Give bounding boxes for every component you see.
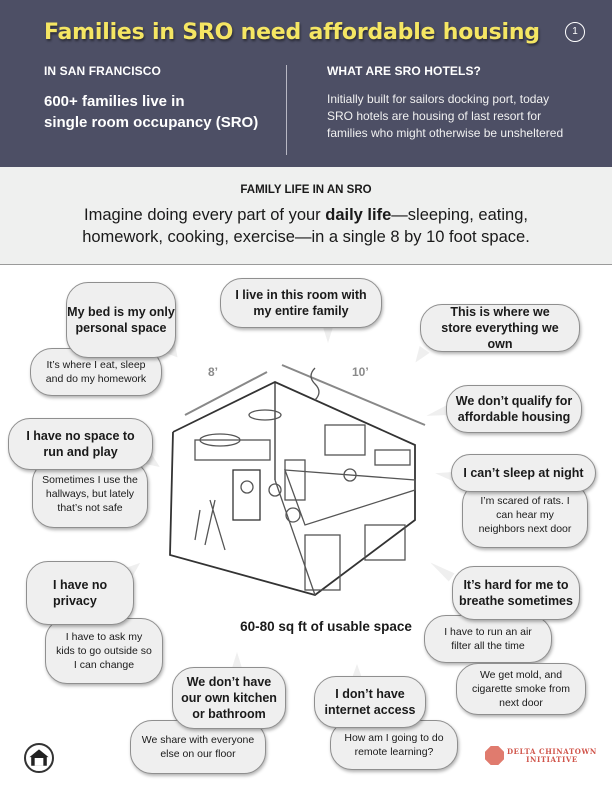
quote-bubble-my-bed: My bed is my only personal space bbox=[66, 282, 176, 358]
usable-space-caption: 60-80 sq ft of usable space bbox=[240, 619, 412, 634]
quote-bubble-store-everything: This is where we store everything we own bbox=[420, 304, 580, 352]
quote-bubble-dont-qualify: We don’t qualify for affordable housing bbox=[446, 385, 582, 433]
bubble-tail bbox=[232, 652, 242, 668]
house-icon bbox=[29, 749, 49, 766]
family-life-text: Imagine doing every part of your daily l… bbox=[56, 204, 556, 248]
san-francisco-column: IN SAN FRANCISCO 600+ families live in s… bbox=[44, 64, 284, 133]
families-stat-line1: 600+ families live in bbox=[44, 93, 185, 110]
sro-families-collaborative-logo bbox=[24, 743, 54, 773]
quote-sub-mold-smoke: We get mold, and cigarette smoke from ne… bbox=[456, 663, 586, 715]
quote-bubble-no-space: I have no space to run and play bbox=[8, 418, 153, 470]
quote-bubble-no-kitchen: We don’t have our own kitchen or bathroo… bbox=[172, 667, 286, 729]
sro-hotels-column: WHAT ARE SRO HOTELS? Initially built for… bbox=[327, 64, 567, 142]
dimension-10ft: 10’ bbox=[352, 365, 369, 379]
quote-sub-air-filter: I have to run an air filter all the time bbox=[424, 615, 552, 663]
column-divider bbox=[286, 65, 288, 155]
quote-sub-no-privacy: I have to ask my kids to go outside so I… bbox=[45, 618, 163, 684]
quote-sub-no-space: Sometimes I use the hallways, but lately… bbox=[32, 460, 148, 528]
quote-bubble-entire-family: I live in this room with my entire famil… bbox=[220, 278, 382, 328]
daily-life-bold: daily life bbox=[325, 206, 392, 224]
families-stat: 600+ families live in single room occupa… bbox=[44, 91, 284, 133]
quote-bubble-no-privacy: I have no privacy bbox=[26, 561, 134, 625]
dimension-8ft: 8’ bbox=[208, 365, 219, 379]
text-after: —sleeping, eating, homework, cooking, ex… bbox=[82, 206, 530, 246]
sro-hotels-body: Initially built for sailors docking port… bbox=[327, 92, 564, 140]
page-number-badge: 1 bbox=[565, 22, 585, 42]
dci-line1: DELTA CHINATOWN bbox=[507, 747, 597, 756]
quote-sub-cant-sleep: I’m scared of rats. I can hear my neighb… bbox=[462, 482, 588, 548]
dci-text: DELTA CHINATOWN INITIATIVE bbox=[507, 748, 597, 764]
text-before: Imagine doing every part of your bbox=[84, 206, 326, 224]
sro-hotels-heading: WHAT ARE SRO HOTELS? bbox=[327, 64, 481, 78]
quote-sub-no-internet: How am I going to do remote learning? bbox=[330, 720, 458, 770]
sro-room-illustration bbox=[169, 364, 426, 596]
family-life-band: FAMILY LIFE IN AN SRO Imagine doing ever… bbox=[0, 167, 612, 265]
quote-bubble-cant-sleep: I can’t sleep at night bbox=[451, 454, 596, 492]
family-life-heading: FAMILY LIFE IN AN SRO bbox=[240, 184, 372, 196]
dci-line2: INITIATIVE bbox=[526, 755, 578, 764]
quote-bubble-no-internet: I don’t have internet access bbox=[314, 676, 426, 728]
octagon-icon bbox=[485, 746, 504, 765]
quote-bubble-hard-to-breathe: It’s hard for me to breathe sometimes bbox=[452, 566, 580, 620]
bubble-tail bbox=[352, 664, 362, 678]
families-stat-line2: single room occupancy (SRO) bbox=[44, 114, 259, 131]
bubble-tail bbox=[323, 327, 333, 343]
header: Families in SRO need affordable housing … bbox=[0, 0, 612, 167]
san-francisco-heading: IN SAN FRANCISCO bbox=[44, 64, 161, 78]
page-title: Families in SRO need affordable housing bbox=[44, 20, 540, 45]
